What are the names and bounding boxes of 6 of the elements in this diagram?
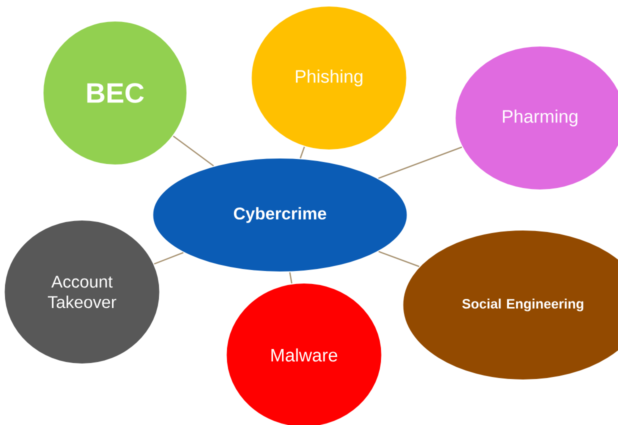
connector-line — [154, 252, 184, 265]
connector-line — [378, 146, 462, 179]
connector-line — [289, 272, 292, 284]
connector-line — [378, 250, 420, 268]
connector-line — [172, 136, 214, 166]
connector-line — [300, 146, 305, 158]
